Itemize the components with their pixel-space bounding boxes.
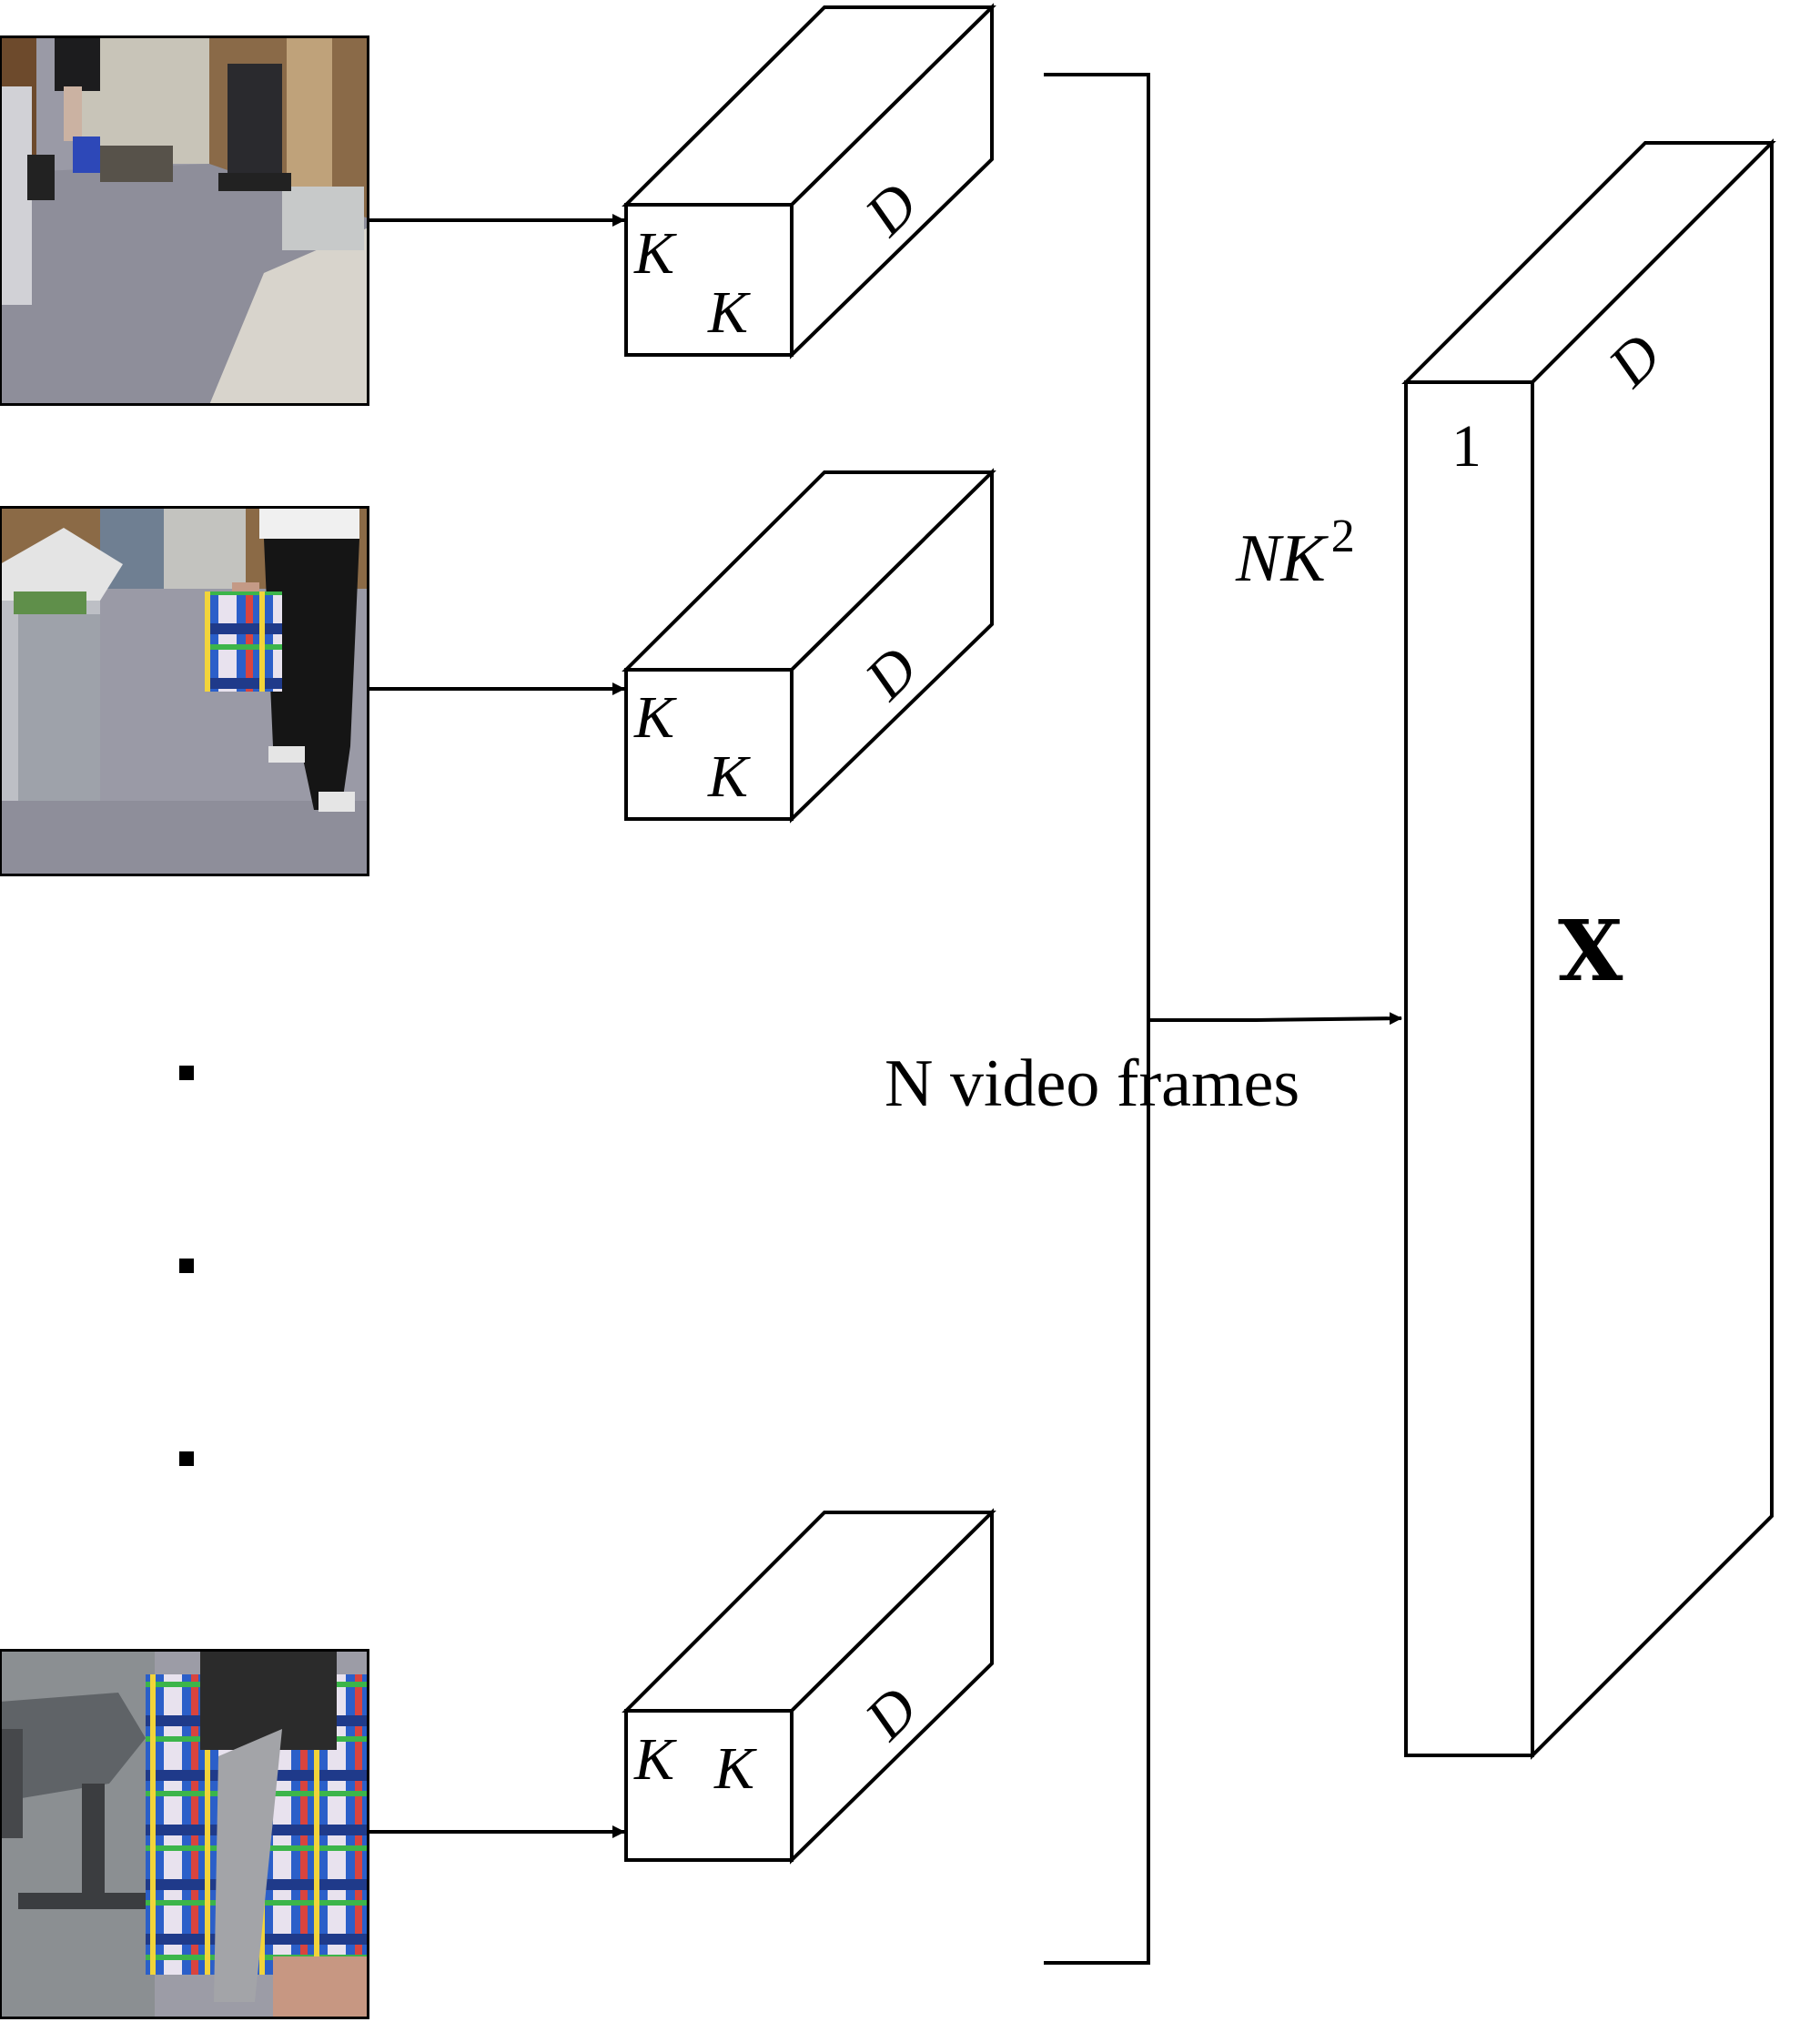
output-width-label: 1	[1451, 413, 1481, 480]
video-frame-1	[0, 35, 369, 406]
feature-block-1	[622, 3, 996, 359]
feature-block-3	[622, 1508, 996, 1865]
frames-bracket	[1044, 73, 1150, 1965]
output-tensor	[1401, 138, 1776, 1760]
block3-k-width: K	[713, 1735, 757, 1802]
ellipsis-dot-2	[179, 1259, 194, 1273]
feature-block-2	[622, 468, 996, 824]
arrow-bracket-to-output	[1148, 1012, 1402, 1026]
block1-k-width: K	[707, 279, 751, 346]
video-frame-3	[0, 1649, 369, 2019]
block1-k-height: K	[633, 220, 677, 287]
block3-k-height: K	[633, 1726, 677, 1793]
output-height-base: NK	[1235, 521, 1329, 596]
output-tensor-label: X	[1558, 902, 1623, 1000]
block2-k-width: K	[707, 743, 751, 810]
frames-label: N video frames	[885, 1046, 1299, 1121]
output-height-exp: 2	[1331, 511, 1355, 562]
block2-k-height: K	[633, 684, 677, 751]
ellipsis-dot-3	[179, 1451, 194, 1466]
ellipsis-dot-1	[179, 1066, 194, 1080]
video-frame-2	[0, 506, 369, 876]
